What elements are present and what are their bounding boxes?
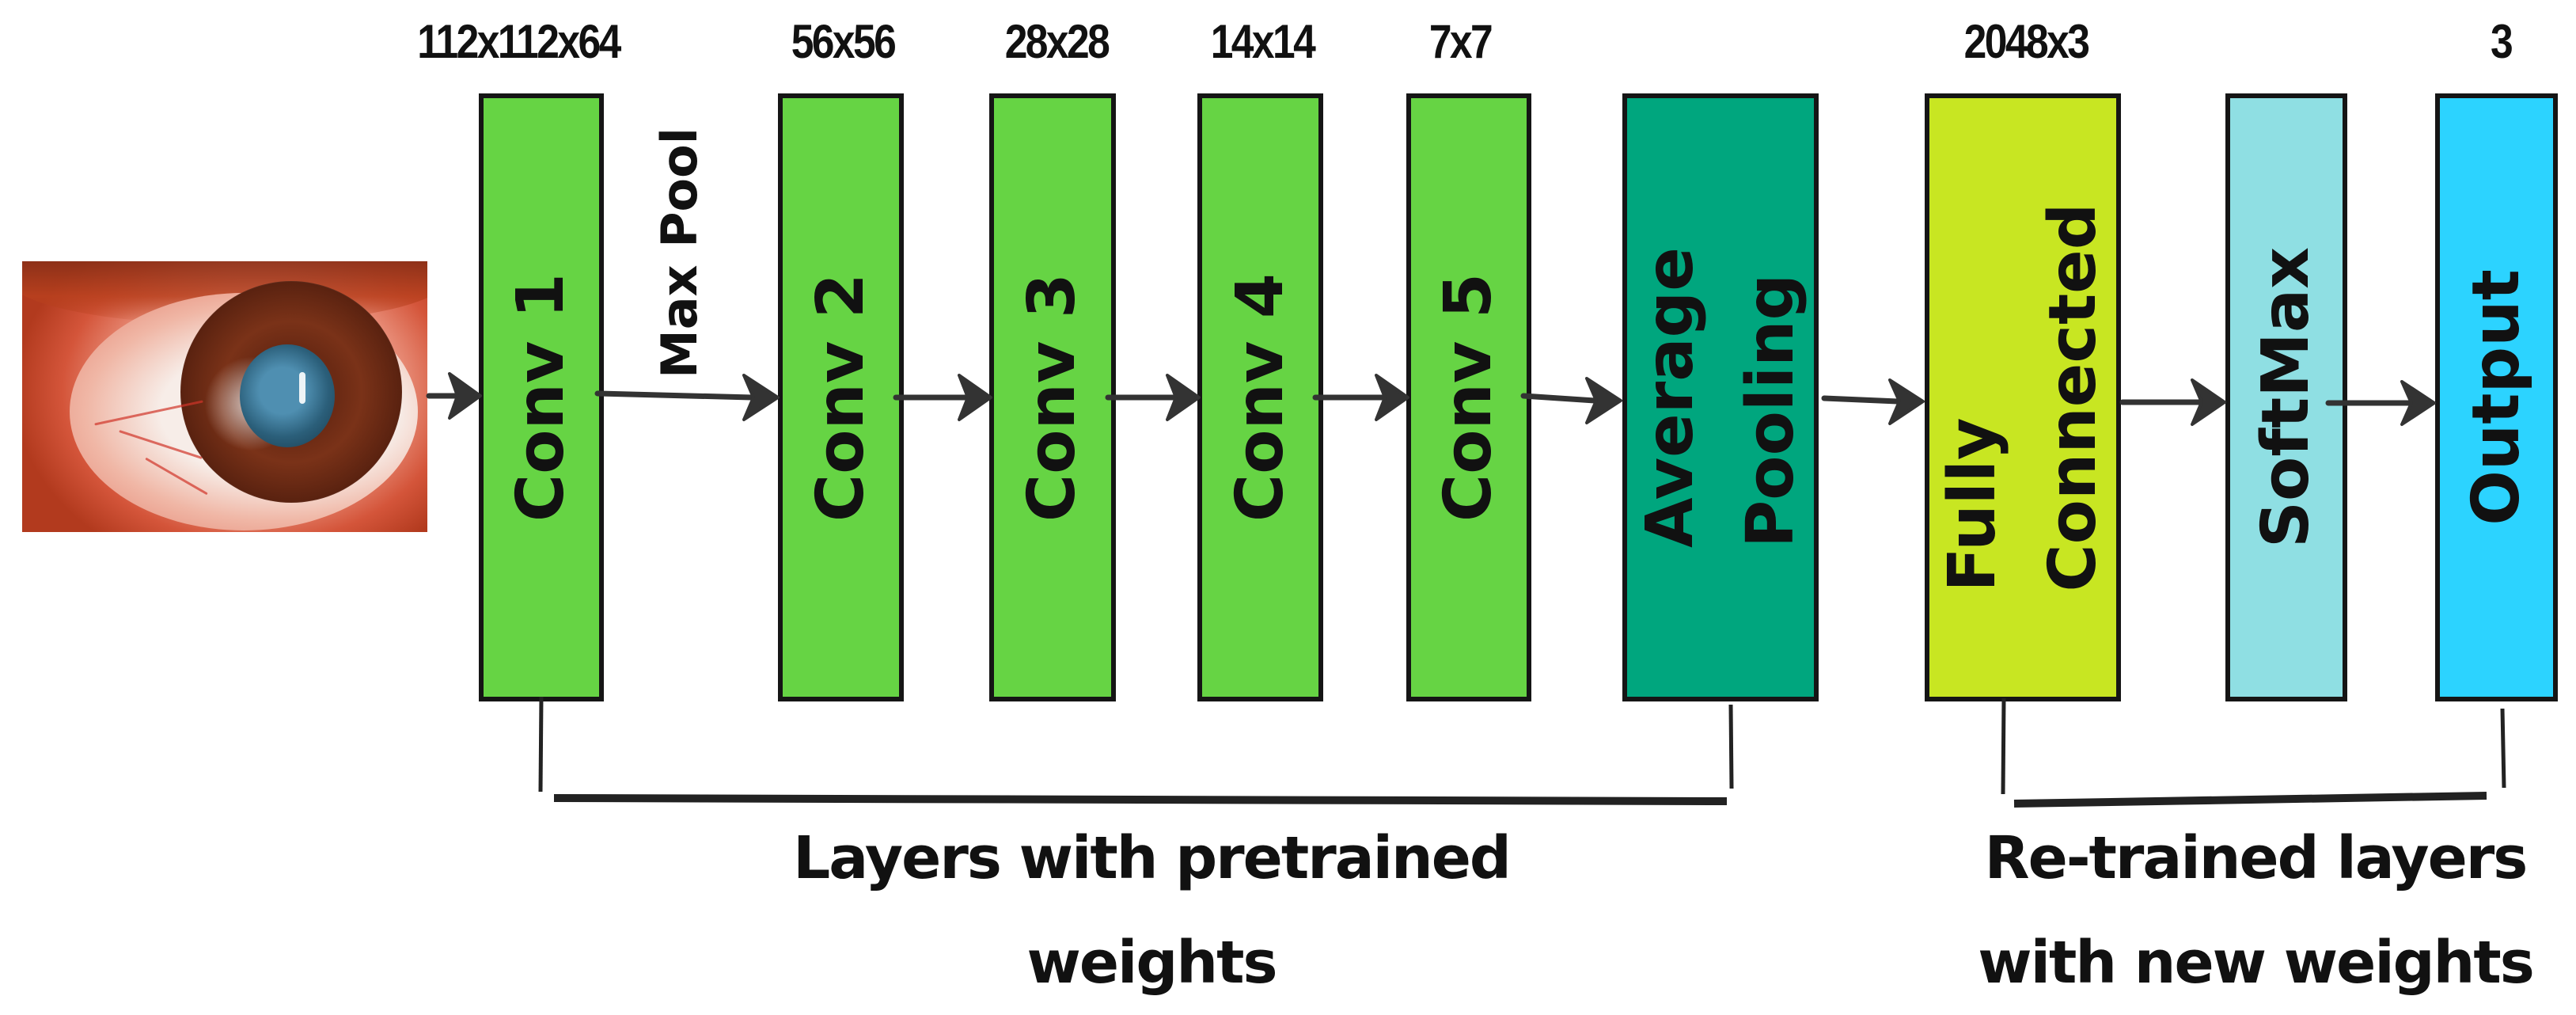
dimension-label-conv2: 56x56 bbox=[791, 15, 897, 68]
connectors-layer bbox=[426, 372, 2506, 808]
pretrained-bracket bbox=[538, 696, 1734, 805]
glare-shape bbox=[299, 372, 305, 404]
input-eye-image bbox=[22, 261, 427, 532]
caption-line: weights bbox=[1026, 929, 1278, 997]
arrow-icon bbox=[2119, 378, 2226, 426]
arrow-icon bbox=[1105, 374, 1201, 421]
arrow-icon bbox=[1520, 377, 1622, 424]
caption-line: Layers with pretrained bbox=[793, 824, 1512, 892]
layer-fully-connected: Fully Connected bbox=[1925, 93, 2121, 701]
layer-softmax: SoftMax bbox=[2225, 93, 2347, 701]
arrow-icon bbox=[1821, 378, 1925, 425]
dimension-label-conv1: 112x112x64 bbox=[417, 15, 621, 68]
pretrained-caption: Layers with pretrained weights bbox=[783, 806, 1519, 1015]
arrow-icon bbox=[893, 374, 992, 421]
pupil-shape bbox=[240, 344, 335, 447]
arrow-icon bbox=[1312, 374, 1409, 421]
retrained-caption: Re-trained layers with new weights bbox=[1963, 806, 2548, 1015]
layer-conv2: Conv 2 bbox=[778, 93, 904, 701]
dimension-label-output: 3 bbox=[2490, 15, 2513, 68]
layer-output: Output bbox=[2435, 93, 2558, 701]
arrow-icon bbox=[2325, 380, 2436, 426]
arrow-icon bbox=[594, 374, 780, 421]
retrained-bracket bbox=[2001, 698, 2506, 808]
caption-line: Re-trained layers bbox=[1984, 824, 2529, 892]
dimension-label-conv3: 28x28 bbox=[1004, 15, 1110, 68]
arrow-icon bbox=[426, 372, 482, 420]
caption-line: with new weights bbox=[1978, 929, 2535, 997]
dimension-label-conv5: 7x7 bbox=[1428, 15, 1493, 68]
dimension-label-conv4: 14x14 bbox=[1210, 15, 1316, 68]
layer-average-pooling: Average Pooling bbox=[1622, 93, 1819, 701]
layer-conv1: Conv 1 bbox=[479, 93, 604, 701]
dimension-label-fully-connected: 2048x3 bbox=[1963, 15, 2090, 68]
